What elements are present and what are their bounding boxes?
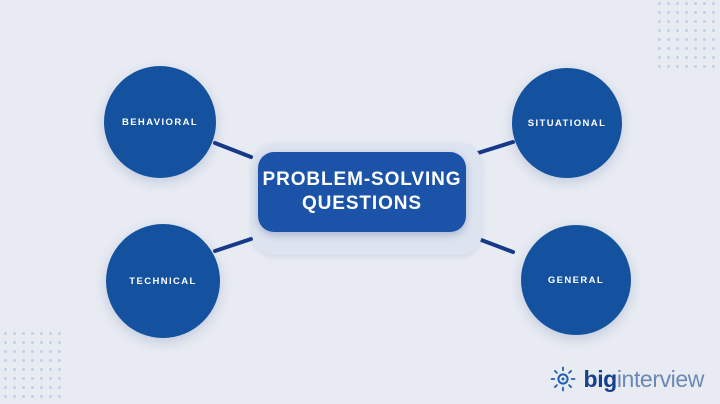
node-general-label: GENERAL — [547, 274, 605, 286]
node-behavioral-label: BEHAVIORAL — [121, 116, 199, 128]
node-technical-label: TECHNICAL — [129, 275, 197, 287]
brand-logo[interactable]: biginterview — [550, 366, 704, 392]
connector-behavioral-center — [213, 141, 253, 159]
node-behavioral[interactable]: BEHAVIORAL — [104, 66, 216, 178]
connector-center-general — [474, 236, 515, 254]
brand-logo-text: biginterview — [583, 365, 705, 392]
brand-logo-text-big: big — [583, 365, 618, 392]
connector-center-situational — [476, 140, 515, 155]
node-situational[interactable]: SITUATIONAL — [512, 68, 622, 178]
node-situational-label: SITUATIONAL — [527, 117, 607, 129]
center-node-label: PROBLEM-SOLVING QUESTIONS — [262, 169, 462, 214]
brand-logo-text-interview: interview — [616, 365, 705, 392]
dot-grid-decoration-top-right — [658, 2, 716, 68]
node-general[interactable]: GENERAL — [521, 225, 631, 335]
connector-technical-center — [213, 237, 253, 253]
sun-icon — [550, 366, 575, 392]
node-technical[interactable]: TECHNICAL — [106, 224, 220, 338]
center-node[interactable]: PROBLEM-SOLVING QUESTIONS — [258, 152, 466, 232]
dot-grid-decoration-bottom-left — [4, 332, 64, 402]
